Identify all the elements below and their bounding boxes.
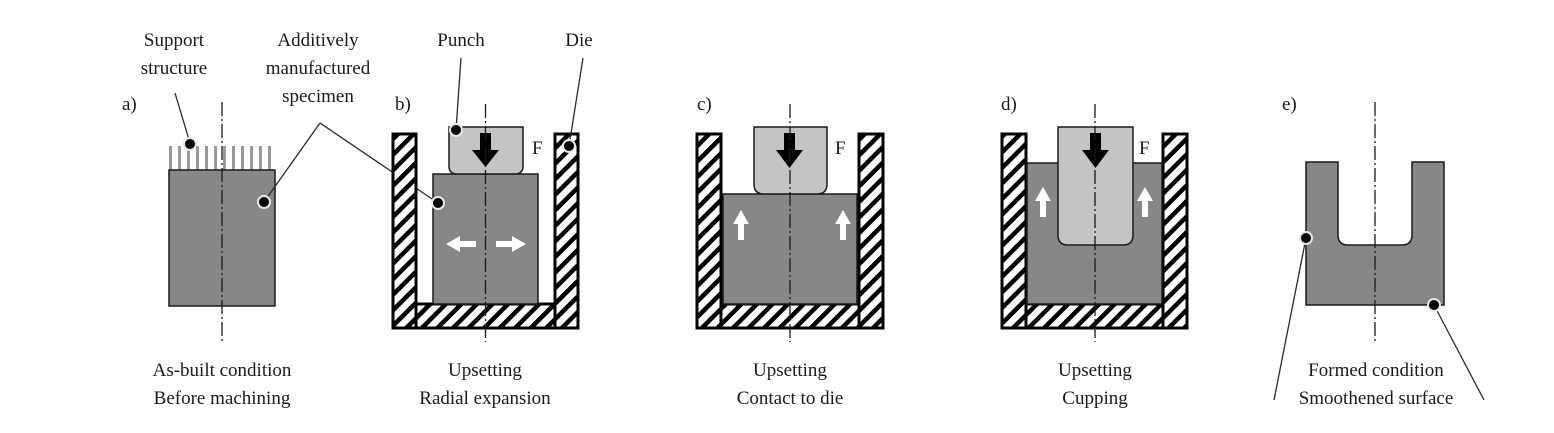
caption-e-line1: Formed condition	[1308, 360, 1444, 381]
panel-d-label: d)	[1001, 94, 1017, 115]
force-label-c: F	[835, 138, 846, 159]
leader-formed	[1273, 237, 1307, 401]
panel-a-label: a)	[122, 94, 137, 115]
marker-punch	[449, 123, 463, 137]
support-structure	[169, 146, 271, 170]
caption-c-line1: Upsetting	[753, 360, 827, 381]
label-die: Die	[565, 30, 592, 51]
marker-smoothened	[1427, 298, 1441, 312]
marker-specimen-a	[257, 195, 271, 209]
leader-die	[568, 57, 584, 147]
label-am-line2: manufactured	[266, 58, 371, 79]
marker-formed	[1299, 231, 1313, 245]
label-am-line3: specimen	[282, 86, 354, 107]
label-support-line2: structure	[141, 58, 207, 79]
force-label-b: F	[532, 138, 543, 159]
leader-specimen-a	[263, 122, 321, 203]
panel-a: a) As-built condition Before machining	[122, 92, 439, 409]
leader-specimen-b	[319, 122, 439, 204]
arrow-up-icon	[1137, 187, 1153, 217]
caption-a-line2: Before machining	[154, 388, 291, 409]
leader-smoothened	[1433, 304, 1485, 401]
punch-d	[1057, 126, 1134, 246]
caption-d-line1: Upsetting	[1058, 360, 1132, 381]
label-support-structure: Support structure	[141, 30, 207, 79]
marker-support	[183, 137, 197, 151]
leader-punch	[455, 57, 462, 131]
panel-e-label: e)	[1282, 94, 1297, 115]
caption-b-line2: Radial expansion	[419, 388, 551, 409]
marker-specimen-b	[431, 196, 445, 210]
caption-a-line1: As-built condition	[153, 360, 292, 381]
caption-b-line1: Upsetting	[448, 360, 522, 381]
force-label-d: F	[1139, 138, 1150, 159]
leader-support	[174, 92, 191, 144]
panel-c-label: c)	[697, 94, 712, 115]
caption-c-line2: Contact to die	[737, 388, 844, 409]
arrow-up-icon	[1035, 187, 1051, 217]
panel-e: e) Formed condition Smoothened surface	[1273, 94, 1485, 409]
label-am-specimen: Additively manufactured specimen	[266, 30, 371, 107]
caption-d-line2: Cupping	[1062, 388, 1128, 409]
marker-die	[562, 139, 576, 153]
label-am-line1: Additively	[277, 30, 359, 51]
formed-cup	[1305, 161, 1445, 306]
arrow-up-icon	[733, 210, 749, 240]
arrow-up-icon	[835, 210, 851, 240]
panel-c: c) F Upsetting Contact to die	[695, 94, 885, 409]
caption-e-line2: Smoothened surface	[1299, 388, 1454, 409]
panel-d: d) F Upsetting Cupping	[1000, 94, 1189, 409]
arrow-right-icon	[496, 236, 526, 252]
label-punch: Punch	[437, 30, 485, 51]
arrow-left-icon	[446, 236, 476, 252]
label-support-line1: Support	[144, 30, 205, 51]
panel-b: b) F Upsetting Radial expansion	[391, 57, 584, 409]
panel-b-label: b)	[395, 94, 411, 115]
